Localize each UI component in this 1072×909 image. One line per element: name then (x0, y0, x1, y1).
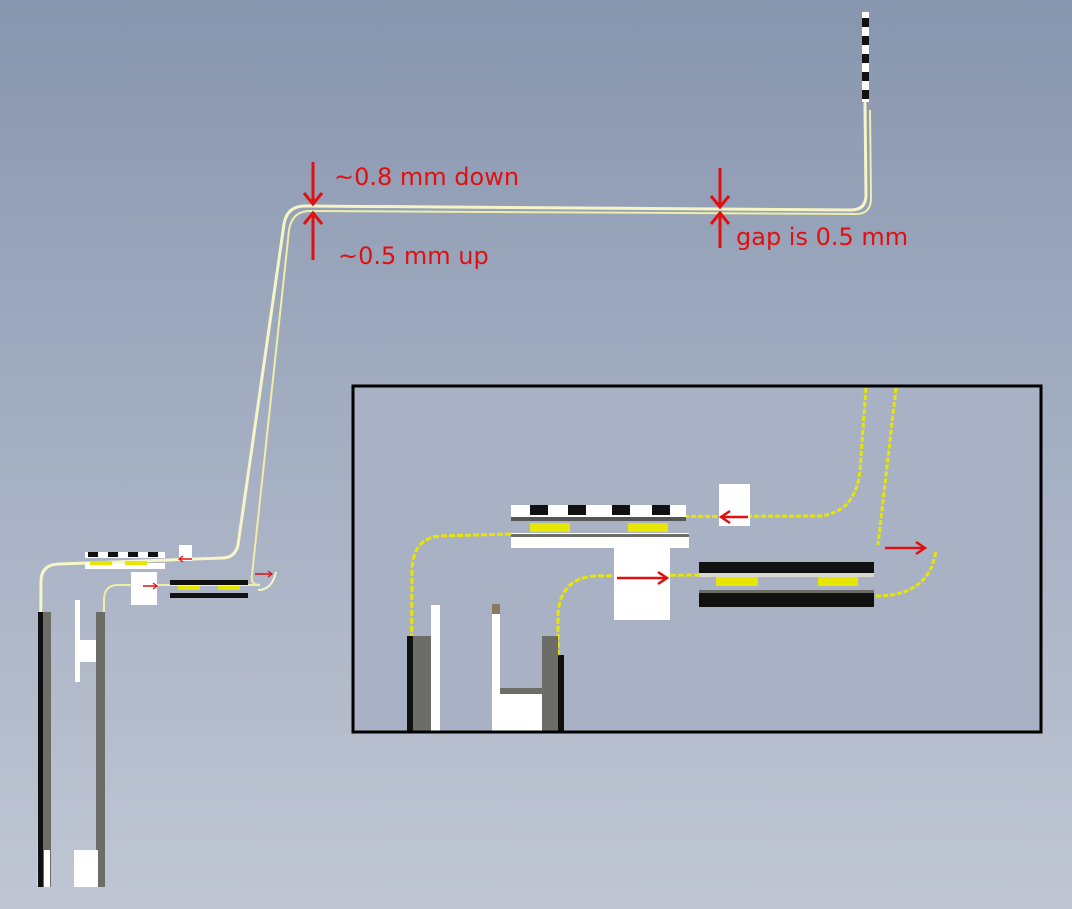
inset-flex-left-bend (409, 532, 512, 732)
flex-cable-main (37, 14, 873, 888)
inset-flex-line-right (876, 387, 898, 546)
bottom-arrow-label: ~0.5 mm up (338, 242, 489, 270)
inset-flex-hook (875, 549, 938, 598)
red-right-arrow-icon (885, 540, 928, 556)
inset-flex-lower-bend (556, 573, 701, 732)
red-up-arrow-icon (709, 210, 731, 248)
red-right-arrow-icon (617, 570, 670, 586)
flex-cable-outer-line (37, 14, 868, 888)
vertical-board-structure (38, 600, 105, 887)
inset-background (353, 386, 1041, 732)
inset-zoom (351, 384, 1043, 734)
measurement-right: gap is 0.5 mm (709, 168, 908, 251)
measurement-left: ~0.8 mm down ~0.5 mm up (302, 162, 519, 270)
top-arrow-label: ~0.8 mm down (334, 163, 519, 191)
inset-flex-line-left (519, 387, 868, 519)
red-down-arrow-icon (709, 168, 731, 210)
top-connector (862, 12, 869, 102)
inset-frame (351, 384, 1043, 734)
red-up-arrow-icon (302, 210, 324, 260)
flex-cable-return-hook (257, 571, 277, 591)
red-down-arrow-icon (302, 162, 324, 207)
gap-label: gap is 0.5 mm (736, 223, 908, 251)
small-connector-assembly (85, 545, 273, 605)
flex-cable-inner-line (102, 109, 873, 888)
red-left-arrow-icon (718, 509, 748, 525)
